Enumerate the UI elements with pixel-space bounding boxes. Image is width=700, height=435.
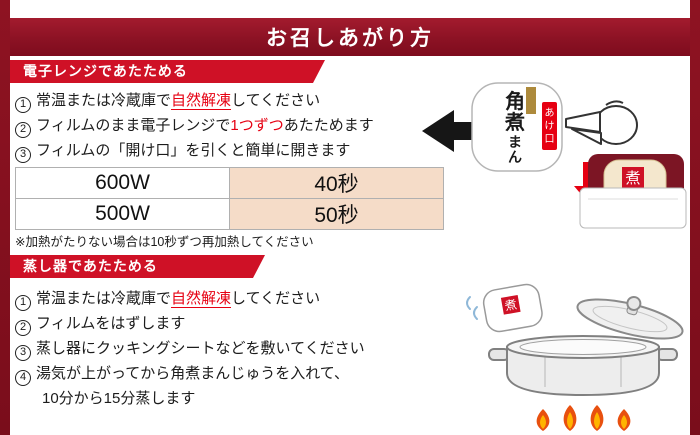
- microwave-step-1: 1 常温または冷蔵庫で自然解凍してください: [15, 88, 374, 113]
- bun-stamp-text: 煮: [504, 297, 518, 313]
- table-row: 600W 40秒: [15, 167, 444, 199]
- section-microwave-title: 電子レンジであたためる: [23, 63, 188, 79]
- tab-vertical-text: 口: [545, 134, 555, 145]
- step-text: 常温または冷蔵庫で: [36, 290, 172, 307]
- steamer-step-3: 3 蒸し器にクッキングシートなどを敷いてください: [15, 336, 365, 361]
- flame-icon: [536, 405, 631, 431]
- tray: [579, 187, 687, 229]
- step-text: あたためます: [283, 117, 374, 134]
- step-number: 2: [15, 319, 31, 336]
- microwave-steps: 1 常温または冷蔵庫で自然解凍してください 2 フィルムのまま電子レンジで1つずつあ…: [15, 88, 374, 163]
- step-highlight: 1つずつ: [230, 117, 284, 134]
- steam-icon: [466, 296, 478, 320]
- right-red-border: [690, 0, 700, 435]
- step-text: フィルムのまま電子レンジで: [36, 117, 231, 134]
- steamer-illustration: 煮: [466, 283, 684, 431]
- time-cell: 40秒: [229, 167, 444, 199]
- step-highlight: 自然解凍: [171, 290, 232, 308]
- step-number: 1: [15, 294, 31, 311]
- package-label: [526, 87, 536, 114]
- step-number: 2: [15, 121, 31, 138]
- table-row: 500W 50秒: [15, 198, 444, 230]
- step-number: 1: [15, 96, 31, 113]
- opening-tab: あ け 口: [542, 102, 557, 150]
- steamer-step-2: 2 フィルムをはずします: [15, 311, 365, 336]
- pot-lid-icon: [576, 295, 684, 340]
- steamer-pot-icon: [488, 335, 678, 397]
- step-text: フィルムの「開け口」を引くと簡単に開きます: [36, 142, 351, 159]
- step-text: 湯気が上がってから角煮まんじゅうを入れて、: [36, 365, 350, 382]
- microwave-step-2: 2 フィルムのまま電子レンジで1つずつあたためます: [15, 113, 374, 138]
- tab-vertical-text: け: [545, 120, 555, 132]
- left-arrow-icon: [422, 110, 480, 152]
- step-text: 蒸し器にクッキングシートなどを敷いてください: [36, 340, 365, 357]
- bun-package-illustration: 角 煮 ま ん: [471, 82, 563, 172]
- left-red-border: [0, 0, 10, 435]
- steamer-steps: 1 常温または冷蔵庫で自然解凍してください 2 フィルムをはずします 3 蒸し器にクッ…: [15, 286, 365, 411]
- microwave-illustration: 角 煮 ま ん あ け 口 煮: [422, 82, 687, 229]
- bun-vertical-text: 角: [505, 89, 525, 113]
- bun-stamp: [622, 167, 644, 189]
- wattage-cell: 600W: [15, 167, 230, 199]
- section-microwave-header: 電子レンジであたためる: [10, 60, 325, 83]
- reheat-note: ※加熱がたりない場合は10秒ずつ再加熱してください: [15, 235, 314, 249]
- step-text: フィルムをはずします: [36, 315, 186, 332]
- section-steamer-header: 蒸し器であたためる: [10, 255, 265, 278]
- step-text: 常温または冷蔵庫で: [36, 92, 172, 109]
- step-number: 3: [15, 146, 31, 163]
- step-number: 3: [15, 344, 31, 361]
- steamer-step-4-continued: 10分から15分蒸します: [15, 386, 365, 411]
- steamer-step-1: 1 常温または冷蔵庫で自然解凍してください: [15, 286, 365, 311]
- step-text: してください: [231, 290, 321, 307]
- section-steamer-title: 蒸し器であたためる: [23, 258, 158, 274]
- time-cell: 50秒: [229, 198, 444, 230]
- page-title: お召しあがり方: [266, 27, 434, 50]
- step-text: 10分から15分蒸します: [42, 390, 196, 407]
- bun-vertical-text: ま: [508, 135, 522, 151]
- step-number: 4: [15, 369, 31, 386]
- wattage-cell: 500W: [15, 198, 230, 230]
- step-text: してください: [231, 92, 321, 109]
- hand-icon: [565, 100, 638, 145]
- bun-vertical-text: ん: [508, 150, 522, 166]
- bun-vertical-text: 煮: [504, 110, 525, 134]
- bun-stamp: [500, 294, 521, 315]
- steamer-step-4: 4 湯気が上がってから角煮まんじゅうを入れて、: [15, 361, 365, 386]
- opened-package-illustration: 煮: [579, 154, 687, 229]
- steamed-bun-illustration: 煮: [482, 283, 543, 333]
- microwave-step-3: 3 フィルムの「開け口」を引くと簡単に開きます: [15, 138, 374, 163]
- heating-time-table: 600W 40秒 500W 50秒: [15, 167, 444, 230]
- page-title-banner: お召しあがり方: [10, 18, 690, 56]
- bun-stamp-text: 煮: [625, 169, 640, 187]
- tab-vertical-text: あ: [545, 107, 555, 119]
- step-highlight: 自然解凍: [171, 92, 232, 110]
